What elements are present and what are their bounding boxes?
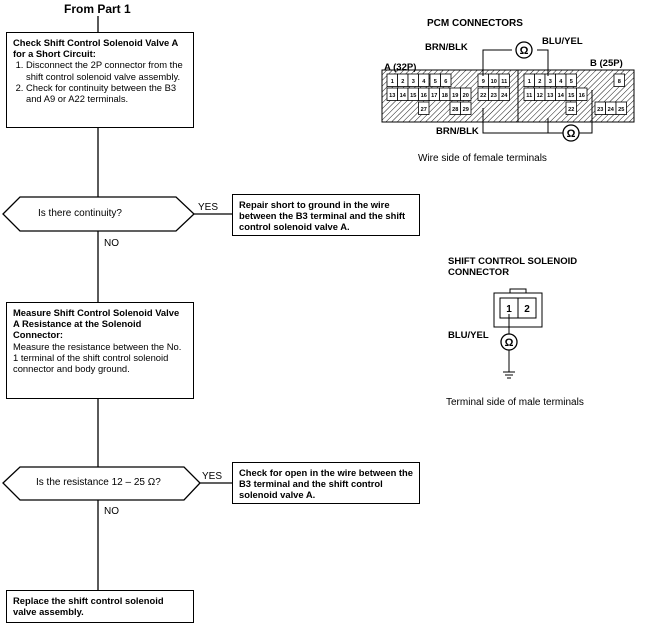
step1-item-2: Check for continuity between the B3 and …	[26, 82, 187, 104]
pcm-wire-bottom: BRN/BLK	[436, 126, 479, 137]
pcm-ohm-top: Ω	[520, 45, 529, 57]
solenoid-pin1: 1	[506, 304, 512, 315]
decision-continuity	[2, 196, 195, 232]
pcm-pin-label: 18	[442, 93, 448, 99]
pcm-wire-top-right: BLU/YEL	[542, 36, 583, 47]
step2-body: Measure the resistance between the No. 1…	[13, 340, 182, 375]
pcm-pin-label: 16	[579, 93, 585, 99]
q2-yes: YES	[202, 471, 223, 482]
pcm-pin-cell	[498, 73, 510, 87]
pcm-pin-label: 5	[570, 79, 573, 85]
pcm-pin-cell	[576, 87, 588, 101]
pcm-pin-label: 10	[491, 79, 497, 85]
pcm-pin-cell	[613, 73, 625, 87]
pcm-pin-label: 24	[608, 107, 615, 113]
solenoid-pin2: 2	[524, 304, 530, 315]
pcm-pin-cell	[615, 101, 627, 115]
from-part-label: From Part 1	[64, 2, 131, 16]
ohm-meter-bottom-icon	[562, 124, 580, 142]
pcm-pin-label: 2	[538, 79, 541, 85]
q1-no: NO	[104, 238, 119, 249]
pcm-pin-label: 13	[547, 93, 553, 99]
pcm-pin-label: 29	[463, 107, 469, 113]
q2-no: NO	[104, 506, 119, 517]
step1-title: Check Shift Control Solenoid Valve A for…	[13, 37, 178, 60]
pcm-pin-label: 9	[482, 79, 485, 85]
pcm-pin-label: 15	[410, 93, 416, 99]
solenoid-ohm: Ω	[505, 337, 514, 349]
pcm-caption: Wire side of female terminals	[418, 153, 547, 164]
pcm-pin-label: 15	[568, 93, 574, 99]
repair2-box: Check for open in the wire between the B…	[232, 462, 420, 504]
q1-yes: YES	[198, 202, 219, 213]
solenoid-caption: Terminal side of male terminals	[446, 397, 584, 408]
pcm-pin-label: 28	[452, 107, 458, 113]
pcm-label-b: B (25P)	[590, 58, 623, 69]
pcm-wire-top-left: BRN/BLK	[425, 42, 468, 53]
solenoid-title-2: CONNECTOR	[448, 267, 510, 278]
pcm-pin-label: 16	[421, 93, 427, 99]
pcm-pin-label: 11	[526, 93, 532, 99]
final-box: Replace the shift control solenoid valve…	[6, 590, 194, 623]
pcm-pin-label: 6	[444, 79, 447, 85]
pcm-pin-label: 1	[528, 79, 531, 85]
repair1-box: Repair short to ground in the wire betwe…	[232, 194, 420, 236]
pcm-pin-label: 22	[568, 107, 574, 113]
pcm-pin-label: 2	[401, 79, 404, 85]
pcm-pin-label: 1	[391, 79, 394, 85]
pcm-pin-label: 24	[501, 93, 508, 99]
step1-box: Check Shift Control Solenoid Valve A for…	[6, 32, 194, 128]
pcm-pin-cell	[460, 101, 472, 115]
pcm-pin-cell	[565, 73, 577, 87]
ohm-meter-top-icon	[515, 41, 533, 59]
pcm-pin-cell	[440, 73, 452, 87]
repair1-text: Repair short to ground in the wire betwe…	[239, 199, 406, 233]
pcm-pin-cell	[418, 73, 430, 87]
pcm-ohm-bottom: Ω	[567, 128, 576, 140]
step1-item-1: Disconnect the 2P connector from the shi…	[26, 59, 187, 81]
pcm-pin-label: 12	[537, 93, 543, 99]
step2-title: Measure Shift Control Solenoid Valve A R…	[13, 307, 180, 341]
decision-resistance	[2, 466, 201, 501]
pcm-pin-label: 27	[421, 107, 427, 113]
pcm-pin-label: 3	[412, 79, 415, 85]
solenoid-connector-diagram: 1 2 Ω	[493, 288, 543, 379]
pcm-pin-label: 11	[501, 79, 507, 85]
pcm-pin-label: 13	[389, 93, 395, 99]
pcm-pin-label: 17	[431, 93, 437, 99]
q2-text: Is the resistance 12 – 25 Ω?	[36, 477, 161, 488]
pcm-pin-label: 20	[463, 93, 469, 99]
step2-box: Measure Shift Control Solenoid Valve A R…	[6, 302, 194, 399]
pcm-pin-label: 14	[400, 93, 407, 99]
q1-text: Is there continuity?	[38, 208, 122, 219]
solenoid-title-1: SHIFT CONTROL SOLENOID	[448, 256, 578, 267]
pcm-pin-label: 19	[452, 93, 458, 99]
pcm-pin-cell	[460, 87, 472, 101]
solenoid-ohm-meter-icon	[500, 333, 518, 351]
pcm-pin-label: 8	[618, 79, 621, 85]
pcm-title: PCM CONNECTORS	[427, 18, 523, 29]
pcm-pin-label: 5	[434, 79, 437, 85]
pcm-pin-label: 22	[480, 93, 486, 99]
pcm-pin-cell	[565, 101, 577, 115]
step1-list: Disconnect the 2P connector from the shi…	[13, 59, 187, 104]
pcm-pin-label: 3	[549, 79, 552, 85]
pcm-label-a: A (32P)	[384, 62, 417, 73]
pcm-pin-label: 4	[559, 79, 563, 85]
pcm-pin-label: 25	[618, 107, 624, 113]
final-text: Replace the shift control solenoid valve…	[13, 595, 164, 618]
pcm-pin-label: 14	[558, 93, 565, 99]
pcm-pin-cell	[418, 101, 430, 115]
repair2-text: Check for open in the wire between the B…	[239, 467, 413, 501]
pcm-pin-cell	[498, 87, 510, 101]
pcm-pin-label: 4	[422, 79, 426, 85]
pcm-pin-label: 23	[597, 107, 603, 113]
pcm-pin-label: 23	[491, 93, 497, 99]
solenoid-wire: BLU/YEL	[448, 330, 489, 341]
